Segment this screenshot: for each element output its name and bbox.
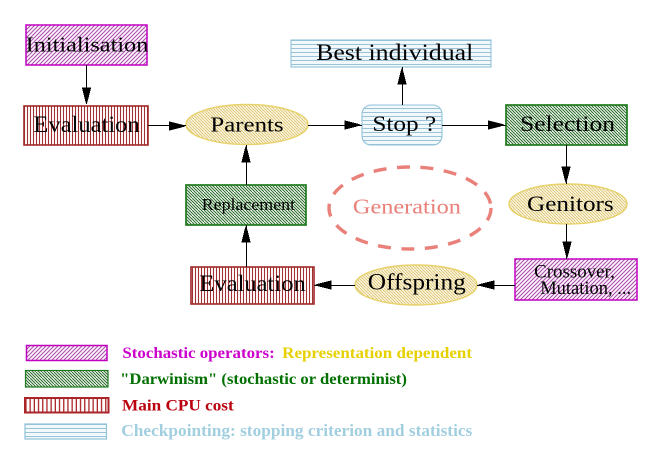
svg-text:Generation: Generation [353,195,461,219]
svg-text:Parents: Parents [210,112,283,136]
svg-text:Checkpointing: stopping criter: Checkpointing: stopping criterion and st… [121,421,472,440]
svg-text:Mutation, ...: Mutation, ... [540,278,631,299]
svg-text:"Darwinism" (stochastic or det: "Darwinism" (stochastic or determinist) [120,371,407,388]
svg-text:Crossover,: Crossover, [534,261,615,282]
svg-text:Genitors: Genitors [527,191,614,216]
svg-text:Representation dependent: Representation dependent [282,345,473,362]
svg-text:Stochastic operators:: Stochastic operators: [122,345,274,362]
svg-text:Selection: Selection [520,111,615,136]
svg-text:Stop ?: Stop ? [372,111,436,136]
svg-text:Offspring: Offspring [368,270,467,295]
svg-text:Evaluation: Evaluation [33,112,140,138]
svg-text:Best individual: Best individual [316,40,473,66]
svg-text:Evaluation: Evaluation [199,271,306,296]
svg-text:Replacement: Replacement [202,195,295,214]
svg-text:Initialisation: Initialisation [26,32,149,56]
svg-text:Main CPU cost: Main CPU cost [122,395,234,414]
